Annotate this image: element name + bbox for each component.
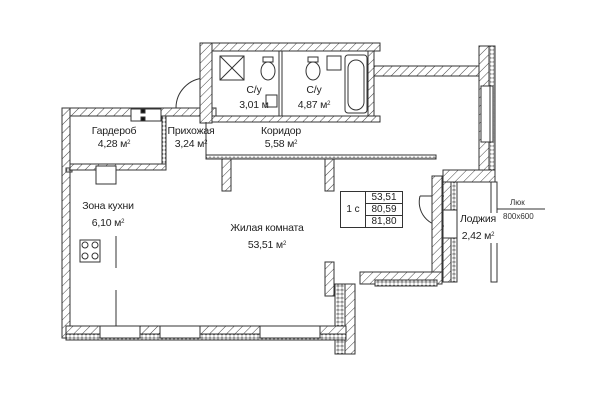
room-area: 6,10 м2 bbox=[91, 217, 125, 229]
room-name: Гардероб bbox=[91, 125, 137, 137]
hatch-size: 800х600 bbox=[503, 212, 534, 221]
room-area: 4,28 м2 bbox=[97, 138, 131, 150]
room-corridor: Коридор 5,58 м2 bbox=[246, 125, 316, 151]
room-living: Жилая комната 53,51 м2 bbox=[222, 222, 312, 252]
room-hallway: Прихожая 3,24 м2 bbox=[166, 125, 216, 151]
room-name: Коридор bbox=[260, 125, 302, 137]
room-area: 2,42 м2 bbox=[461, 230, 495, 242]
room-name: С/у bbox=[246, 84, 262, 96]
room-name: Зона кухни bbox=[82, 200, 134, 212]
room-kitchen: Зона кухни 6,10 м2 bbox=[80, 200, 136, 230]
room-name: Прихожая bbox=[167, 125, 215, 137]
room-area: 53,51 м2 bbox=[247, 239, 287, 251]
hatch-label: Люк bbox=[510, 198, 525, 207]
room-area: 3,01 м bbox=[239, 99, 269, 111]
apartment-type: 1 с bbox=[340, 191, 366, 228]
room-area: 4,87 м2 bbox=[297, 99, 331, 111]
room-area: 5,58 м2 bbox=[264, 138, 298, 150]
room-area: 3,24 м2 bbox=[174, 138, 208, 150]
room-bathroom-1: С/у 3,01 м bbox=[234, 84, 274, 112]
walls bbox=[61, 42, 545, 355]
total-area: 80,59 bbox=[365, 203, 403, 216]
room-name: С/у bbox=[306, 84, 322, 96]
room-loggia: Лоджия 2,42 м2 bbox=[458, 213, 498, 243]
room-wardrobe: Гардероб 4,28 м2 bbox=[86, 125, 142, 151]
room-name: Лоджия bbox=[459, 213, 496, 225]
room-name: Жилая комната bbox=[230, 222, 304, 234]
living-area: 53,51 bbox=[365, 191, 403, 204]
room-bathroom-2: С/у 4,87 м2 bbox=[292, 84, 336, 112]
area-summary-table: 1 с 53,51 80,59 81,80 bbox=[340, 191, 403, 228]
total-area-with-loggia: 81,80 bbox=[365, 215, 403, 228]
